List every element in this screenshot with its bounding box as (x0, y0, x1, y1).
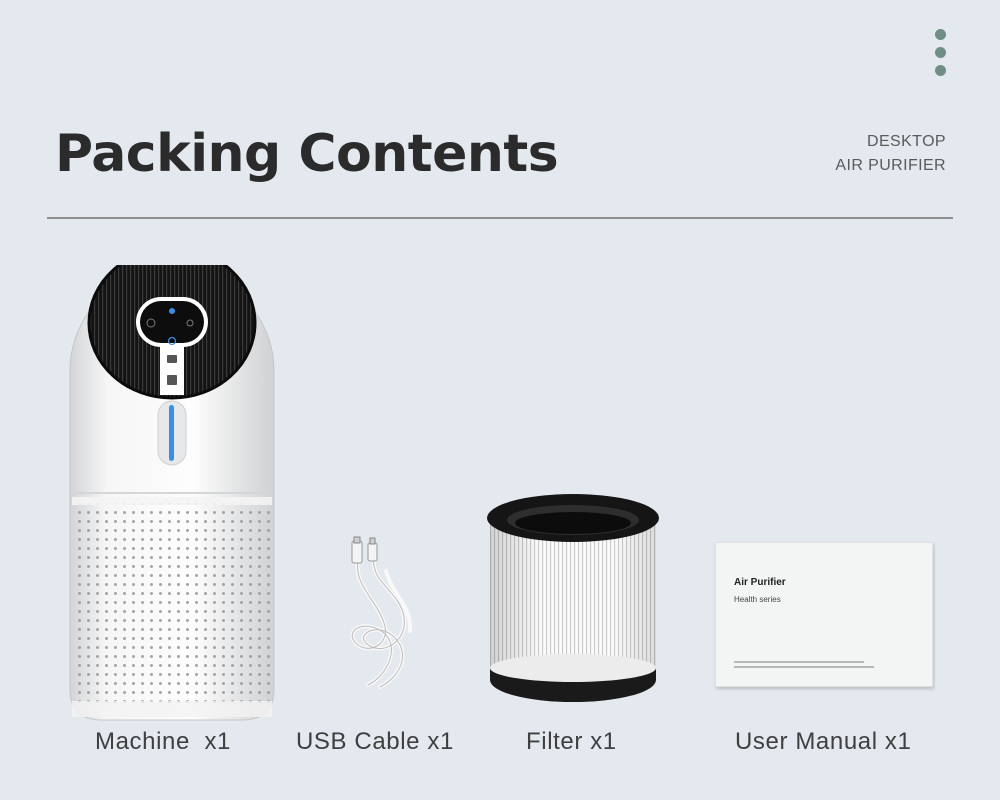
page-title: Packing Contents (55, 124, 559, 184)
caption-filter: Filter x1 (526, 728, 617, 755)
product-subtitle: DESKTOP AIR PURIFIER (835, 130, 946, 178)
caption-machine: Machine x1 (95, 728, 231, 755)
manual-fine-print (734, 666, 874, 668)
usb-cable-image (350, 536, 413, 689)
air-purifier-image (69, 265, 275, 721)
header-divider (47, 217, 953, 219)
subtitle-line-2: AIR PURIFIER (835, 157, 946, 174)
manual-fine-print (734, 661, 864, 663)
filter-image (487, 494, 659, 702)
manual-title: Air Purifier (734, 577, 786, 588)
manual-subtitle: Health series (734, 595, 781, 604)
subtitle-line-1: DESKTOP (867, 133, 946, 150)
more-options-icon[interactable] (934, 29, 946, 77)
user-manual-image: Air Purifier Health series (715, 542, 933, 687)
caption-usb-cable: USB Cable x1 (296, 728, 454, 755)
caption-user-manual: User Manual x1 (735, 728, 912, 755)
